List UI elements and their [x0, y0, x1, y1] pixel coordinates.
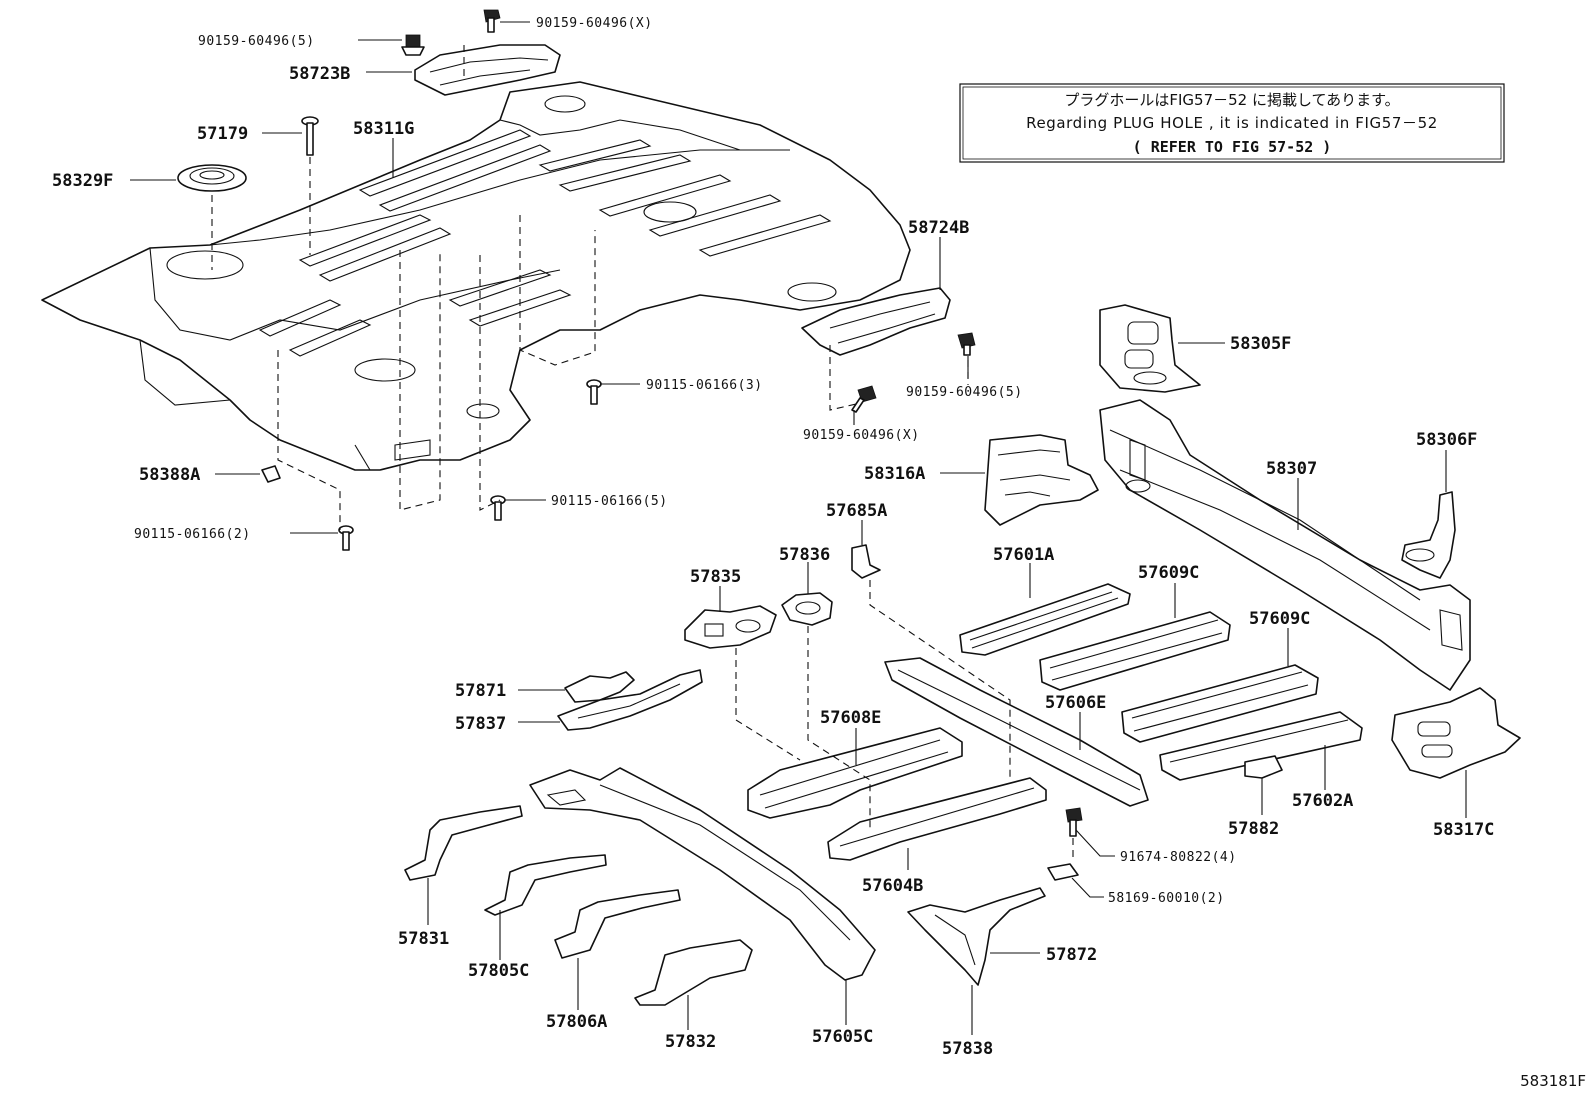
bracket-57806a — [554, 889, 681, 959]
label-57601a: 57601A — [993, 545, 1054, 565]
floor-pan-58311g — [41, 81, 911, 471]
floor-ribs — [258, 129, 832, 357]
label-58307: 58307 — [1266, 459, 1317, 479]
rail-57608e — [747, 727, 963, 819]
note-japanese: プラグホールはFIG57－52 に掲載してあります。 — [1064, 91, 1399, 109]
bolt-90115-2 — [338, 525, 354, 551]
label-57805c: 57805C — [468, 961, 529, 981]
bolt-90159-mid-x — [851, 385, 877, 413]
label-58306f: 58306F — [1416, 430, 1477, 450]
label-90159-60496-5-top: 90159-60496(5) — [198, 34, 315, 49]
grommet-58329f — [177, 164, 247, 192]
label-58169-60010-2: 58169-60010(2) — [1108, 891, 1225, 906]
bracket-57685a — [851, 544, 881, 579]
label-57831: 57831 — [398, 929, 449, 949]
label-57606e: 57606E — [1045, 693, 1106, 713]
assembly-dashed-lines — [211, 45, 1074, 862]
bracket-57832 — [634, 939, 753, 1006]
rail-57601a — [959, 583, 1131, 656]
rail-57609c-upper — [1039, 611, 1231, 691]
bolt-90115-3 — [586, 379, 602, 405]
bracket-57838 — [907, 887, 1046, 986]
bracket-57871 — [564, 671, 635, 703]
bolt-90159-top-left — [401, 34, 425, 56]
rail-58307 — [1099, 399, 1471, 691]
rail-57602a — [1159, 711, 1363, 781]
bracket-57805c — [484, 854, 607, 916]
label-57179: 57179 — [197, 124, 248, 144]
rail-57605c — [529, 767, 876, 981]
label-57685a: 57685A — [826, 501, 887, 521]
label-57602a: 57602A — [1292, 791, 1353, 811]
panel-58317c — [1391, 687, 1521, 779]
rail-57604b — [827, 777, 1047, 861]
figure-id: 583181F — [1520, 1072, 1586, 1090]
label-90115-06166-3: 90115-06166(3) — [646, 378, 763, 393]
label-57609c-upper: 57609C — [1138, 563, 1199, 583]
clip-58388a — [261, 465, 281, 483]
label-58316a: 58316A — [864, 464, 925, 484]
label-58723b: 58723B — [289, 64, 350, 84]
label-90159-60496-x-mid: 90159-60496(X) — [803, 428, 920, 443]
bolt-91674 — [1065, 807, 1083, 837]
label-57605c: 57605C — [812, 1027, 873, 1047]
plate-57836 — [781, 592, 833, 626]
plate-57835 — [684, 605, 777, 649]
label-58305f: 58305F — [1230, 334, 1291, 354]
note-english: Regarding PLUG HOLE , it is indicated in… — [1026, 114, 1438, 132]
bracket-58306f — [1401, 491, 1456, 579]
bracket-57837 — [557, 669, 703, 731]
label-90159-60496-5-mid: 90159-60496(5) — [906, 385, 1023, 400]
label-57882: 57882 — [1228, 819, 1279, 839]
plug-hole-note: プラグホールはFIG57－52 に掲載してあります。 Regarding PLU… — [959, 83, 1505, 163]
label-57609c-lower: 57609C — [1249, 609, 1310, 629]
bolt-90159-mid-right — [957, 332, 976, 356]
label-58329f: 58329F — [52, 171, 113, 191]
label-57608e: 57608E — [820, 708, 881, 728]
bracket-58724b — [801, 287, 951, 356]
rail-57609c-lower — [1121, 664, 1319, 743]
panel-58316a — [984, 434, 1099, 526]
bolt-90115-5 — [490, 495, 506, 521]
label-57835: 57835 — [690, 567, 741, 587]
part-labels: 90159-60496(5) 90159-60496(X) 58723B 571… — [52, 16, 1494, 1059]
label-58311g: 58311G — [353, 119, 414, 139]
label-57604b: 57604B — [862, 876, 923, 896]
label-58317c: 58317C — [1433, 820, 1494, 840]
bolt-57179 — [301, 116, 319, 156]
bolt-90159-top-right — [483, 9, 501, 33]
bracket-58723b — [414, 44, 561, 96]
label-90159-60496-x-top: 90159-60496(X) — [536, 16, 653, 31]
label-58388a: 58388A — [139, 465, 200, 485]
label-91674-80822-4: 91674-80822(4) — [1120, 850, 1237, 865]
label-90115-06166-5: 90115-06166(5) — [551, 494, 668, 509]
rail-57606e — [884, 657, 1149, 807]
label-57806a: 57806A — [546, 1012, 607, 1032]
label-90115-06166-2: 90115-06166(2) — [134, 527, 251, 542]
label-57836: 57836 — [779, 545, 830, 565]
nut-58169 — [1047, 863, 1079, 881]
bracket-57831 — [404, 805, 523, 881]
label-58724b: 58724B — [908, 218, 969, 238]
panel-58305f — [1099, 304, 1201, 393]
note-reference: ( REFER TO FIG 57-52 ) — [1133, 138, 1332, 156]
label-57837: 57837 — [455, 714, 506, 734]
label-57871: 57871 — [455, 681, 506, 701]
label-57872: 57872 — [1046, 945, 1097, 965]
label-57838: 57838 — [942, 1039, 993, 1059]
bracket-57882 — [1244, 755, 1283, 779]
leader-lines — [130, 21, 1467, 1035]
label-57832: 57832 — [665, 1032, 716, 1052]
